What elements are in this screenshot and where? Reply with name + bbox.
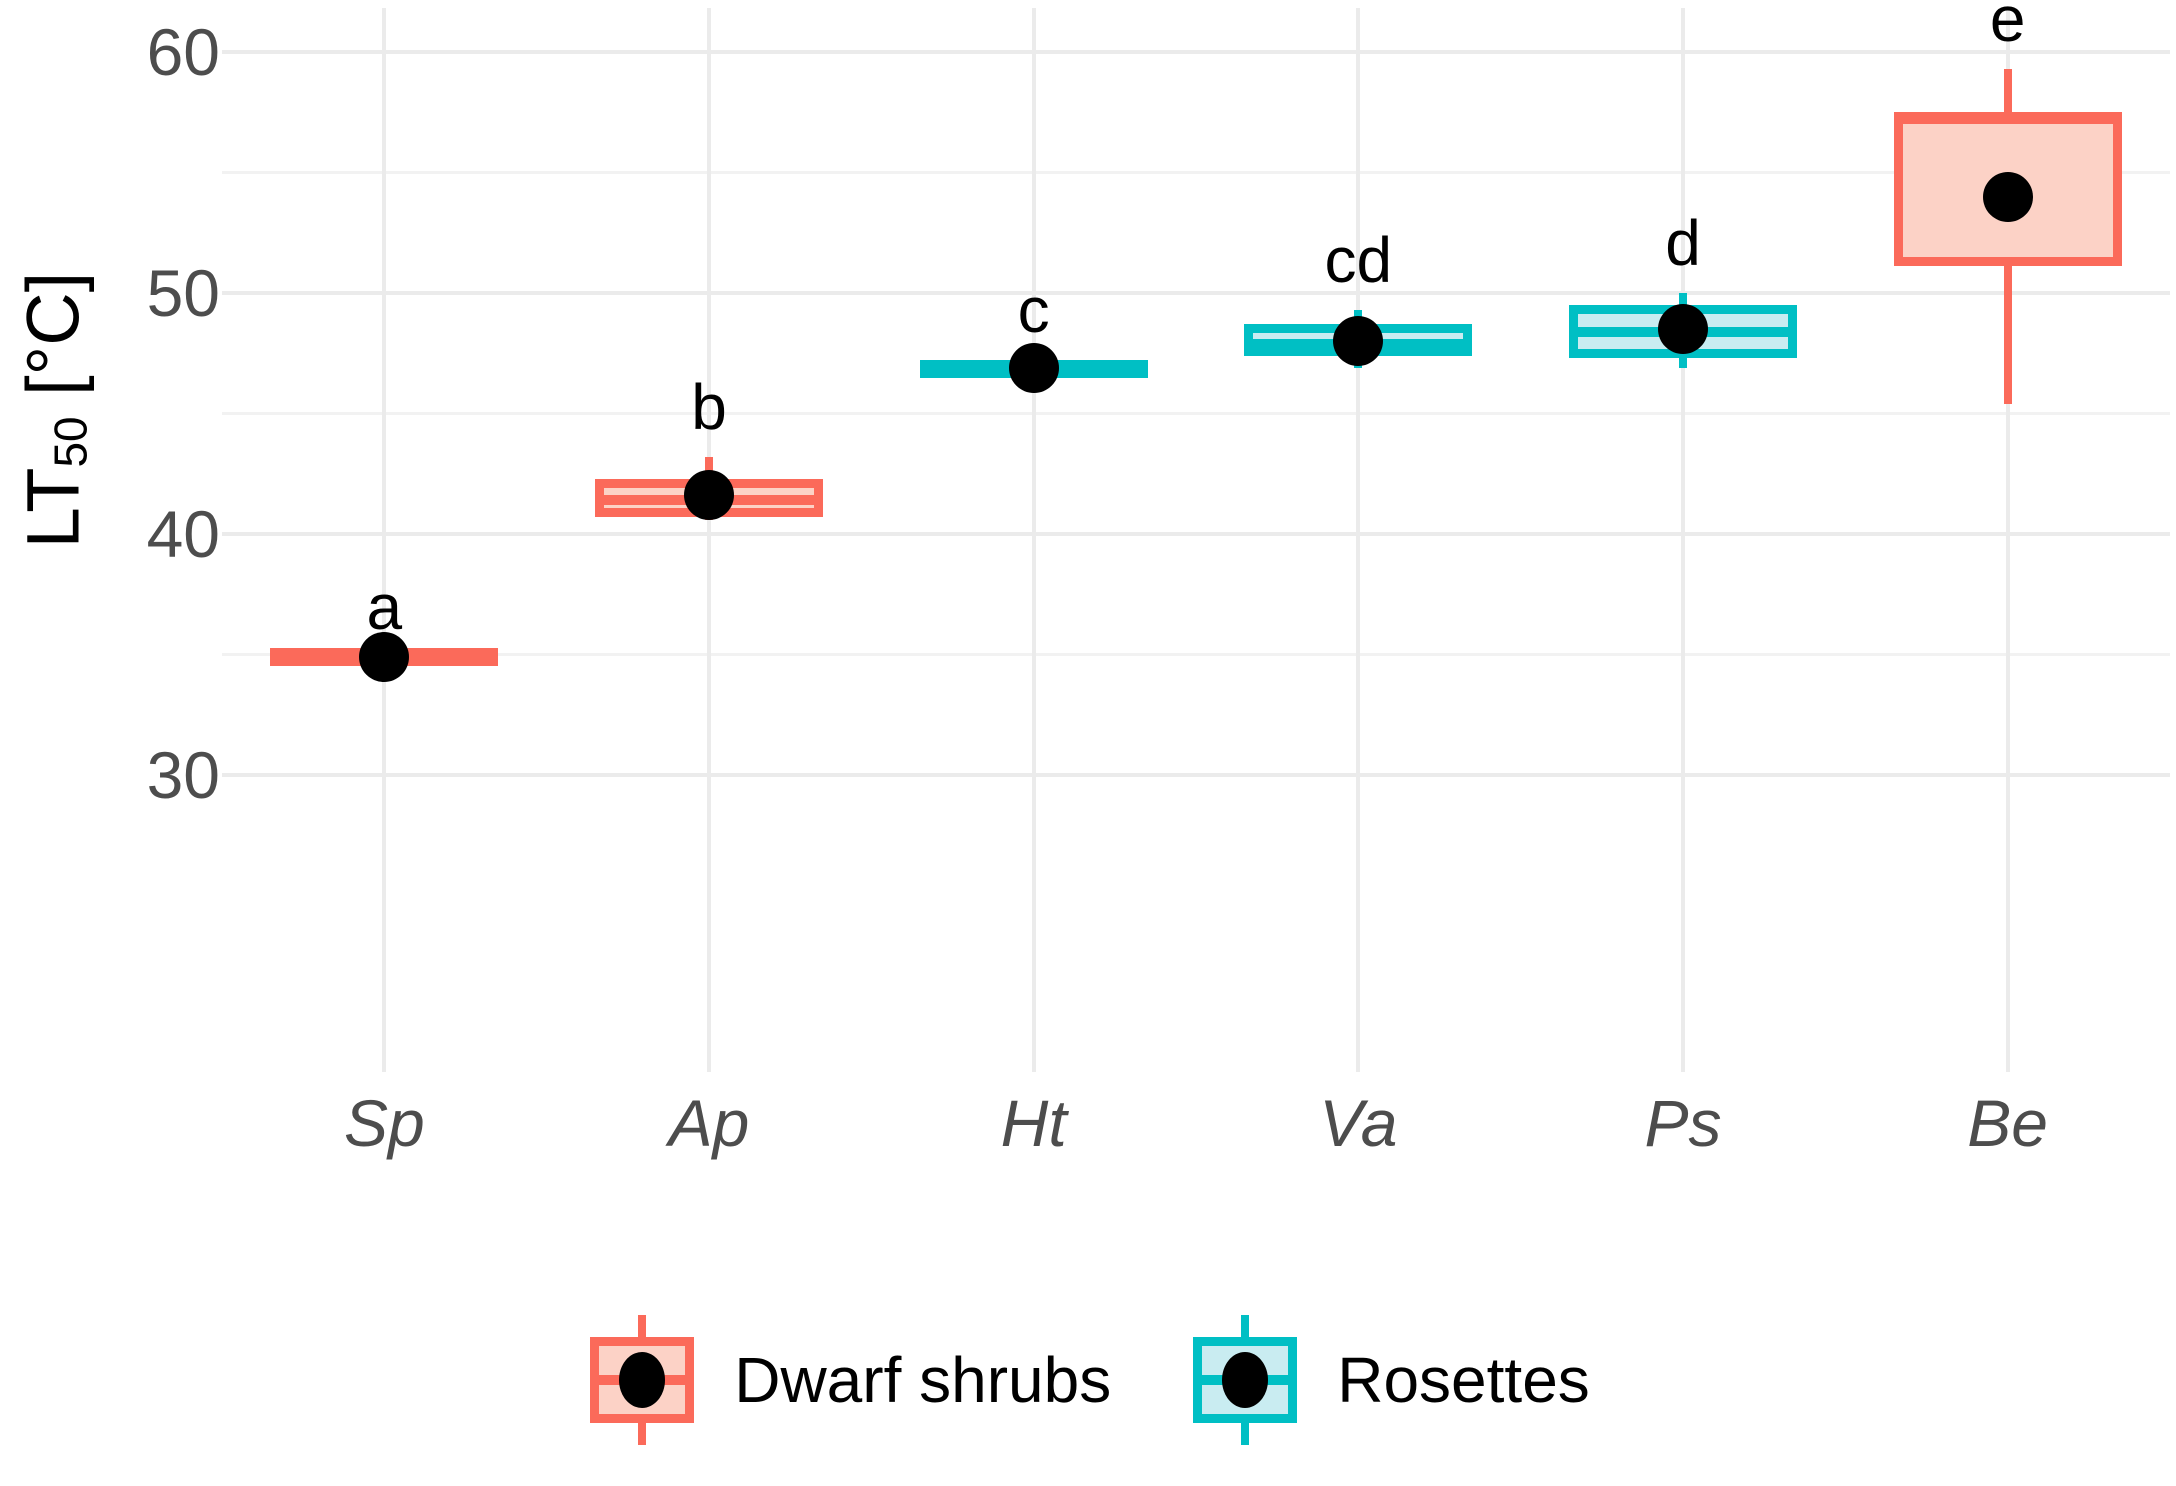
mean-point	[359, 631, 410, 682]
legend-mean-point	[1222, 1352, 1269, 1408]
y-axis-tick-labels: 30 40 50 60	[20, 0, 220, 820]
gridline-vertical	[1681, 8, 1685, 1072]
y-axis-tick-40: 40	[146, 497, 220, 571]
boxplot-sp[interactable]: a	[222, 8, 2170, 1072]
significance-letter-ap: b	[691, 370, 727, 443]
y-axis-tick-50: 50	[146, 256, 220, 330]
legend-whisker-upper	[638, 1315, 647, 1337]
x-axis-tick-ap: Ap	[668, 1086, 750, 1160]
y-axis-tick-30: 30	[146, 738, 220, 812]
boxplot-ps[interactable]: d	[222, 8, 2170, 1072]
mean-point	[1333, 316, 1384, 367]
significance-letter-va: cd	[1324, 223, 1393, 296]
gridline-horizontal-minor	[222, 170, 2170, 174]
legend-item-rosettes[interactable]: Rosettes	[1189, 1315, 1590, 1445]
gridline-horizontal-major	[222, 532, 2170, 536]
gridline-vertical	[1031, 8, 1036, 1072]
gridline-horizontal-major	[222, 773, 2170, 777]
x-axis-tick-ps: Ps	[1644, 1086, 1722, 1160]
legend-mean-point	[619, 1352, 666, 1408]
gridline-horizontal-major	[222, 50, 2170, 54]
gridline-horizontal-minor	[222, 411, 2170, 415]
x-axis-tick-sp: Sp	[343, 1086, 425, 1160]
whisker-lower	[1679, 358, 1687, 368]
x-axis-tick-be: Be	[1967, 1086, 2049, 1160]
mean-point	[684, 470, 734, 521]
gridline-vertical	[1356, 8, 1361, 1072]
whisker-lower	[2003, 266, 2012, 404]
legend-key-swatch	[1189, 1315, 1301, 1445]
x-axis-tick-va: Va	[1319, 1086, 1398, 1160]
y-axis-tick-60: 60	[146, 15, 220, 89]
legend-label: Dwarf shrubs	[734, 1344, 1112, 1416]
boxplot-be[interactable]: e	[222, 0, 2170, 1072]
legend-whisker-lower	[1241, 1423, 1250, 1445]
mean-point	[1982, 171, 2033, 222]
legend-whisker-upper	[1241, 1315, 1250, 1337]
legend-label: Rosettes	[1337, 1344, 1590, 1416]
whisker-upper	[705, 456, 713, 479]
gridline-horizontal-major	[222, 291, 2170, 295]
legend-whisker-lower	[638, 1423, 647, 1445]
mean-point	[1658, 304, 1708, 355]
significance-letter-ht: c	[1017, 274, 1050, 347]
legend-item-dwarf-shrubs[interactable]: Dwarf shrubs	[586, 1315, 1111, 1445]
whisker-upper	[1679, 293, 1687, 306]
legend-key-swatch	[586, 1315, 698, 1445]
significance-letter-be: e	[1989, 0, 2026, 55]
gridline-vertical	[2005, 8, 2010, 1072]
boxplot-va[interactable]: cd	[222, 8, 2170, 1072]
significance-letter-ps: d	[1665, 207, 1701, 279]
whisker-upper	[2003, 68, 2012, 113]
plot-panel: a b c cd d e	[222, 0, 2170, 1072]
boxplot-ap[interactable]: b	[222, 8, 2170, 1072]
boxplot-ht[interactable]: c	[222, 8, 2170, 1072]
mean-point	[1008, 342, 1059, 393]
x-axis-tick-ht: Ht	[1000, 1086, 1067, 1160]
median-line	[1893, 114, 2122, 125]
legend: Dwarf shrubs Rosettes	[0, 1290, 2176, 1470]
gridline-horizontal-minor	[222, 652, 2170, 656]
gridline-vertical	[382, 8, 387, 1072]
gridline-vertical	[707, 8, 711, 1072]
significance-letter-sp: a	[366, 570, 403, 643]
